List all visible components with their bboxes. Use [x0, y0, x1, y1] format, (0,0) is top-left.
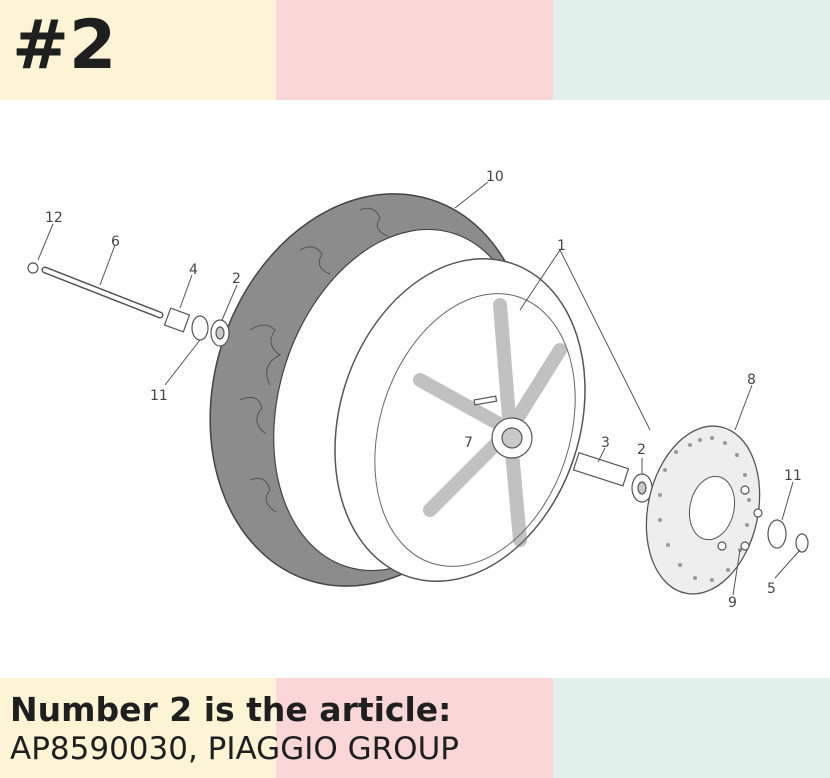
leader-lines — [37, 181, 801, 596]
caption-heading: Number 2 is the article: — [10, 690, 452, 729]
callout-6: 6 — [111, 234, 120, 250]
band-segment-pink — [276, 678, 553, 778]
callout-11-left: 11 — [150, 388, 168, 404]
band-segment-mint — [553, 678, 830, 778]
callout-11-right: 11 — [784, 468, 802, 484]
callout-2-right: 2 — [637, 442, 646, 458]
nut-12 — [27, 262, 39, 274]
caption-article: AP8590030, PIAGGIO GROUP — [10, 731, 459, 767]
rim — [334, 258, 586, 582]
seal-11 — [191, 315, 209, 341]
callout-12: 12 — [45, 210, 63, 226]
callout-7: 7 — [464, 435, 473, 451]
band-segment-yellow — [0, 678, 276, 778]
band-segment-yellow — [0, 0, 276, 100]
header-band — [0, 0, 830, 100]
callout-9: 9 — [728, 595, 737, 611]
band-segment-mint — [553, 0, 830, 100]
disc-bolts-9 — [717, 485, 763, 551]
spacer-3 — [572, 451, 630, 487]
callout-10: 10 — [486, 169, 504, 185]
band-segment-pink — [276, 0, 553, 100]
wheel-exploded-diagram: 10 12 6 4 2 1 11 7 3 2 8 11 5 9 — [27, 169, 809, 611]
nut-5 — [795, 533, 809, 553]
callout-1: 1 — [557, 238, 566, 254]
seal-11-right — [767, 519, 787, 549]
axle — [41, 266, 164, 319]
callout-5: 5 — [767, 581, 776, 597]
page-title: #2 — [12, 6, 117, 85]
footer-band — [0, 678, 830, 778]
callout-3: 3 — [601, 435, 610, 451]
callout-2-left: 2 — [232, 271, 241, 287]
spacer-4 — [163, 307, 191, 333]
callout-8: 8 — [747, 372, 756, 388]
brake-disc — [645, 425, 761, 595]
callout-4: 4 — [189, 262, 198, 278]
